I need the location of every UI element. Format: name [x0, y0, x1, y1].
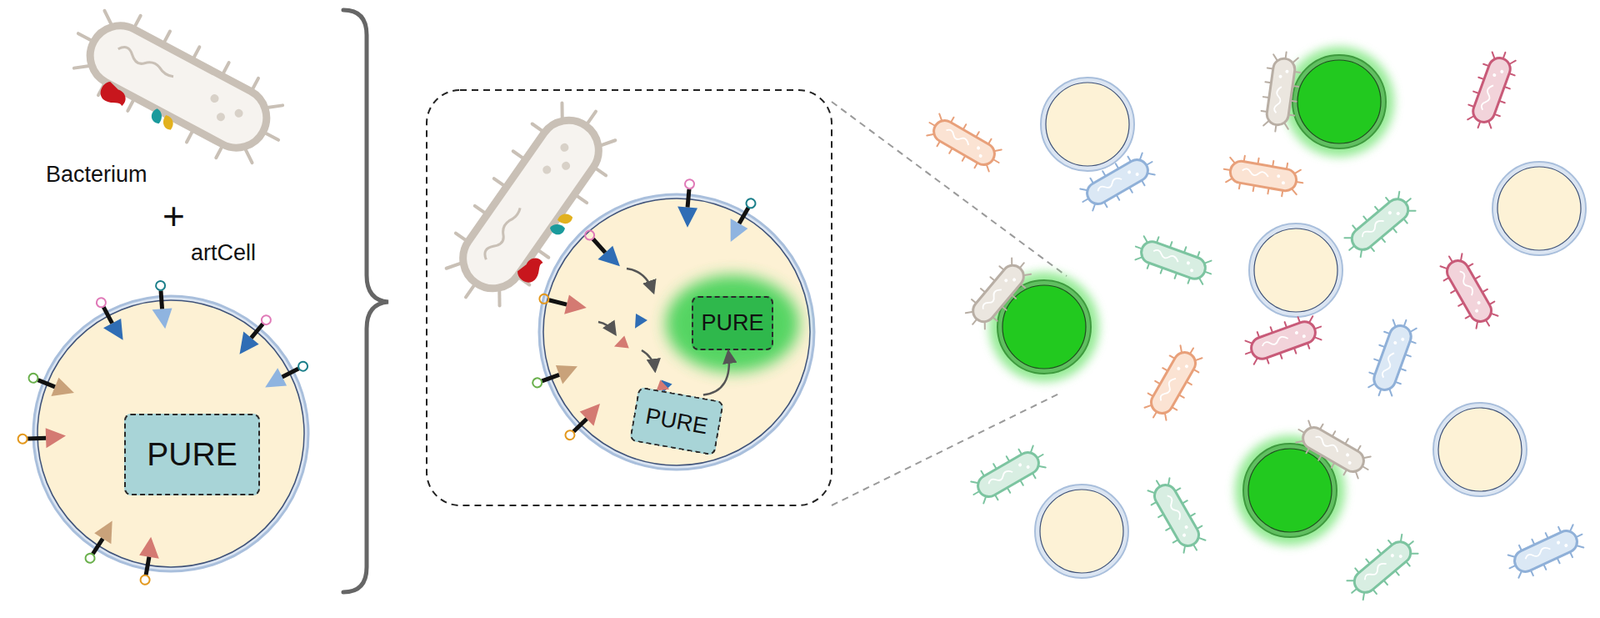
population-scene	[920, 46, 1590, 605]
zoom-frame	[426, 90, 832, 505]
artcell-illustration	[17, 280, 312, 586]
part-label: artCell	[190, 241, 256, 265]
zoom-bacterium-illustration	[429, 85, 635, 325]
box-label: PURE	[700, 310, 764, 336]
flow-arrow	[703, 351, 730, 395]
box-label: PURE	[146, 435, 237, 473]
grouping-bracket	[343, 10, 389, 592]
part-label: +	[162, 196, 185, 235]
zoom-artcell-illustration	[529, 178, 815, 470]
box-label: PURE	[643, 402, 710, 440]
part-label: Bacterium	[45, 163, 148, 186]
bacterium-illustration	[56, 0, 300, 181]
pure-system-box: PURE	[124, 413, 260, 495]
zoom-leader-line	[831, 101, 1067, 276]
zoom-leader-line	[831, 392, 1061, 505]
pure-system-box: PURE	[691, 295, 774, 350]
